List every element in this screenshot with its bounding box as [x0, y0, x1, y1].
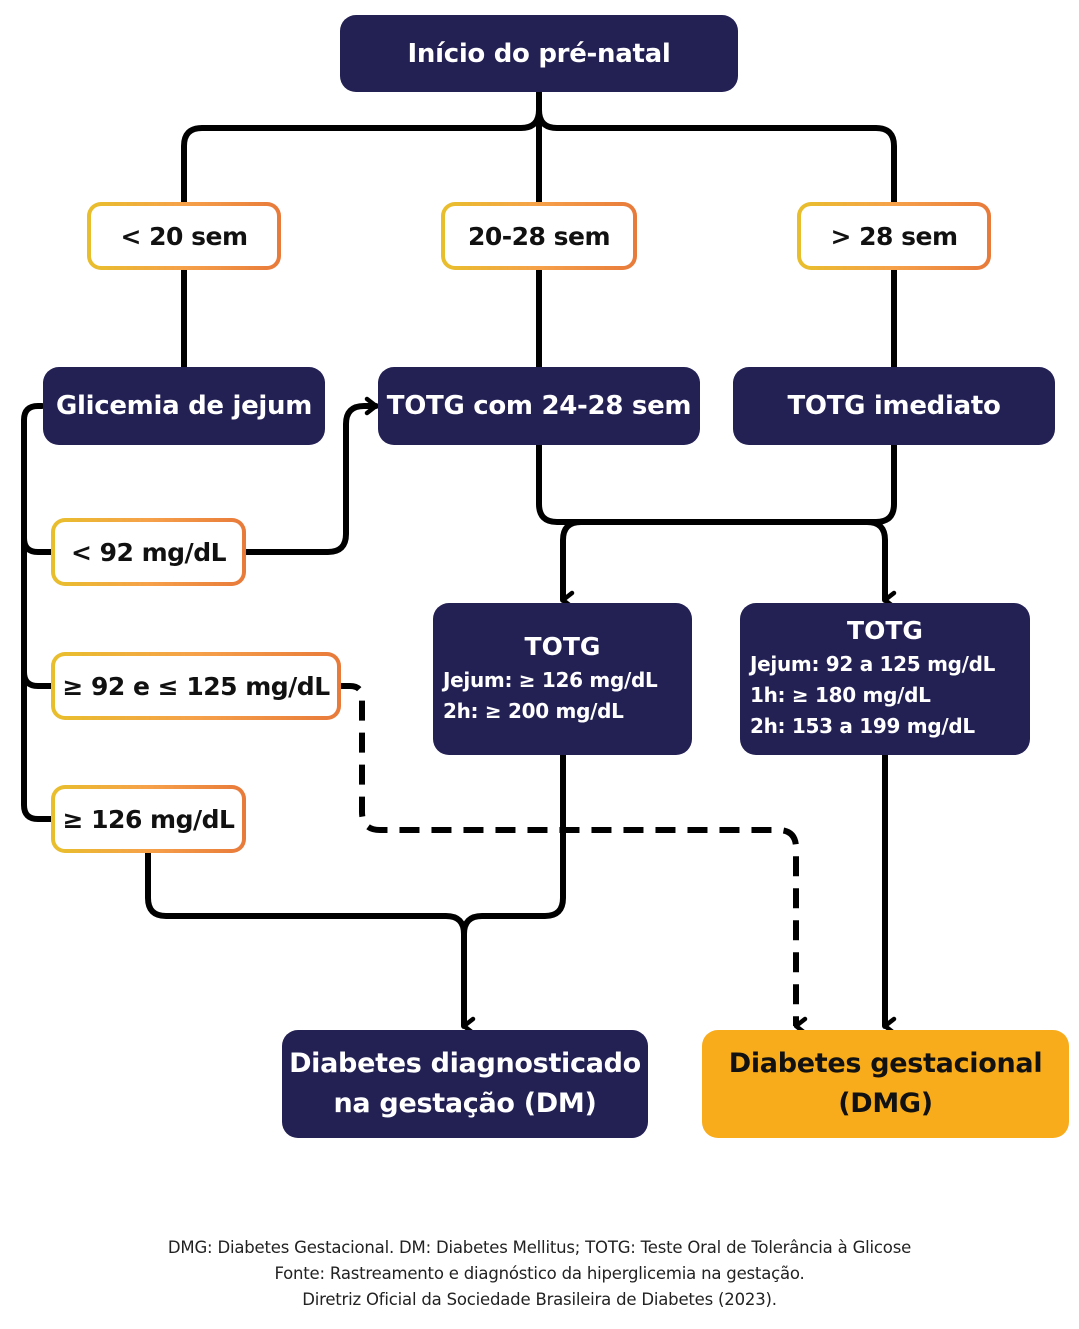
outcome-gdm-line: Diabetes gestacional [728, 1048, 1043, 1079]
ogtt-24-28-label: TOTG com 24-28 sem [386, 391, 692, 421]
connector-gte126-to-dm [145, 849, 467, 937]
fasting-lt92-pill: < 92 mg/dL [51, 518, 246, 586]
connector-ogtt-dm-to-dm [461, 751, 566, 937]
outcome-gdm-line: (DMG) [838, 1088, 933, 1119]
outcome-dm-line: na gestação (DM) [333, 1088, 597, 1119]
ogtt-gdm-line: Jejum: 92 a 125 mg/dL [750, 652, 996, 676]
ogtt-gdm-criteria-node: TOTG Jejum: 92 a 125 mg/dL 1h: ≥ 180 mg/… [740, 603, 1030, 755]
start-node: Início do pré-natal [340, 15, 738, 92]
connector-dashed-92-125-to-gdm [340, 683, 808, 1036]
fasting-glucose-label: Glicemia de jejum [55, 391, 313, 421]
fasting-92-125-pill: ≥ 92 e ≤ 125 mg/dL [51, 652, 341, 720]
connector-fasting-92-125 [21, 669, 55, 689]
ogtt-gdm-line: 1h: ≥ 180 mg/dL [750, 683, 931, 707]
ogtt-dm-criteria-node: TOTG Jejum: ≥ 126 mg/dL 2h: ≥ 200 mg/dL [433, 603, 692, 755]
ogtt-gdm-line: 2h: 153 a 199 mg/dL [750, 714, 975, 738]
footnote: DMG: Diabetes Gestacional. DM: Diabetes … [0, 1235, 1079, 1313]
connector-fasting-bracket [21, 403, 55, 822]
fasting-gte126-pill: ≥ 126 mg/dL [51, 785, 246, 853]
connector-start-down [181, 89, 542, 208]
age-20-28-pill: 20-28 sem [441, 202, 637, 270]
age-20-28-label: 20-28 sem [467, 221, 611, 251]
age-gt28-pill: > 28 sem [797, 202, 991, 270]
fasting-glucose-node: Glicemia de jejum [43, 367, 325, 445]
age-lt20-pill: < 20 sem [87, 202, 281, 270]
age-lt20-label: < 20 sem [120, 221, 248, 251]
connector-start-right [536, 107, 897, 208]
connector-merge-to-ogtt-dm [560, 519, 584, 610]
ogtt-immediate-label: TOTG imediato [787, 391, 1001, 421]
age-gt28-label: > 28 sem [830, 221, 958, 251]
connector-merge-to-ogtt-gdm [864, 519, 897, 610]
start-label: Início do pré-natal [407, 38, 671, 69]
ogtt-dm-line: 2h: ≥ 200 mg/dL [443, 698, 624, 723]
footnote-guideline: Diretriz Oficial da Sociedade Brasileira… [302, 1290, 777, 1309]
outcome-dm-node: Diabetes diagnosticado na gestação (DM) [282, 1030, 648, 1138]
ogtt-immediate-node: TOTG imediato [733, 367, 1055, 445]
fasting-92-125-label: ≥ 92 e ≤ 125 mg/dL [62, 671, 330, 701]
connector-ogtt-merge [536, 441, 897, 525]
ogtt-24-28-node: TOTG com 24-28 sem [378, 367, 700, 445]
footnote-abbreviations: DMG: Diabetes Gestacional. DM: Diabetes … [167, 1238, 912, 1257]
ogtt-dm-line: Jejum: ≥ 126 mg/dL [443, 667, 658, 692]
fasting-lt92-label: < 92 mg/dL [70, 537, 227, 567]
outcome-gdm-node: Diabetes gestacional (DMG) [702, 1030, 1069, 1138]
outcome-dm-line: Diabetes diagnosticado [289, 1048, 641, 1079]
ogtt-gdm-title: TOTG [847, 616, 923, 645]
footnote-source: Fonte: Rastreamento e diagnóstico da hip… [274, 1264, 805, 1283]
connector-lt92-to-ogtt [241, 396, 379, 555]
ogtt-dm-title: TOTG [524, 631, 601, 661]
fasting-gte126-label: ≥ 126 mg/dL [62, 804, 235, 834]
connector-fasting-lt92 [21, 535, 55, 555]
